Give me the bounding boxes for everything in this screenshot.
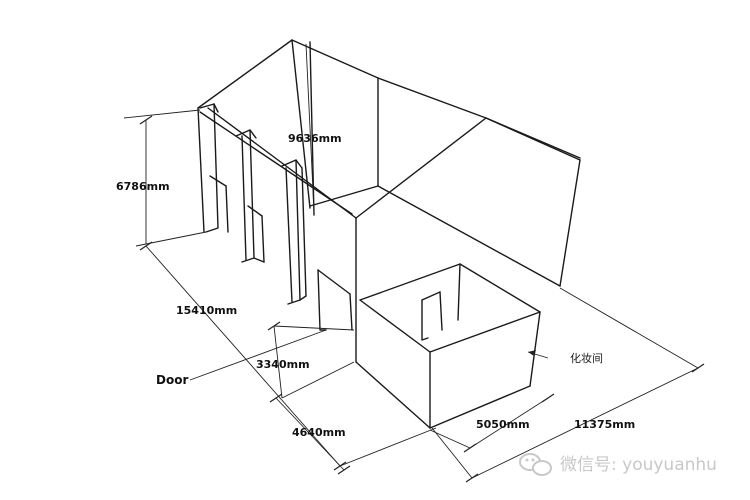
dimension-lines	[123, 43, 699, 479]
label-6786: 6786mm	[116, 180, 170, 193]
dimension-labels: 6786mm 9636mm 15410mm 3340mm 4640mm 5050…	[116, 132, 635, 439]
front-gable	[355, 117, 581, 219]
dressing-room-label: 化妆间	[570, 351, 603, 365]
label-9636: 9636mm	[288, 132, 342, 145]
watermark-text: 微信号: youyuanhu	[560, 455, 717, 475]
label-11375: 11375mm	[574, 418, 635, 431]
dimension-ticks	[139, 115, 705, 483]
label-3340: 3340mm	[256, 358, 310, 371]
column-partitions	[199, 103, 353, 331]
dressing-room-box	[355, 263, 541, 429]
building-outline	[197, 39, 581, 363]
label-4640: 4640mm	[292, 426, 346, 439]
dressing-room-arrow	[528, 350, 536, 356]
door-label: Door	[156, 373, 188, 387]
back-gable	[197, 39, 581, 159]
label-5050: 5050mm	[476, 418, 530, 431]
watermark: 微信号: youyuanhu	[519, 453, 717, 476]
back-corner-post	[291, 39, 311, 209]
wechat-icon	[519, 453, 552, 476]
label-15410: 15410mm	[176, 304, 237, 317]
